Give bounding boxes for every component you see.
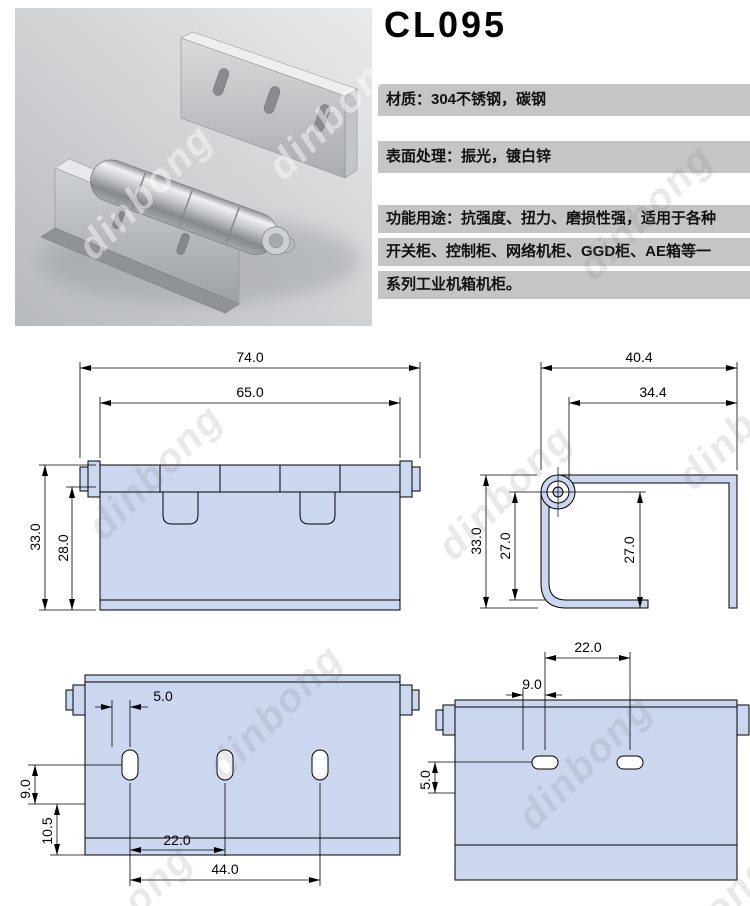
dim-outer-width: 74.0 xyxy=(236,349,263,365)
view-front-top: 74.0 65.0 33.0 28.0 xyxy=(27,349,421,611)
pin-cap xyxy=(65,689,74,711)
pin-washer xyxy=(87,460,101,498)
pin-washer xyxy=(736,704,750,736)
slot-hole xyxy=(531,755,559,770)
dim-right-depth: 27.0 xyxy=(621,536,637,563)
view-side-top: 40.4 34.4 33.0 27.0 27.0 xyxy=(468,349,738,609)
pin-cap xyxy=(435,709,444,731)
spec-surface: 表面处理：振光，镀白锌 xyxy=(378,141,750,173)
dim-outer-height: 33.0 xyxy=(27,523,43,550)
pin-washer xyxy=(72,684,86,716)
slot-hole xyxy=(616,755,644,770)
dim-hole-pitch: 22.0 xyxy=(163,832,190,848)
view-front-bottom: 5.0 9.0 10.5 22.0 44.0 xyxy=(17,674,420,886)
dim-outer-width: 40.4 xyxy=(625,349,652,365)
spec-function-line: 开关柜、控制柜、网络机柜、GGD柜、AE箱等一 xyxy=(378,238,750,266)
product-title: CL095 xyxy=(384,4,508,45)
pin-cap xyxy=(79,466,89,492)
slot-hole xyxy=(216,749,234,781)
dim-inner-width: 65.0 xyxy=(236,384,263,400)
hinge-barrel xyxy=(90,159,295,256)
spec-function-line: 系列工业机箱机柜。 xyxy=(378,271,750,299)
mounting-hole xyxy=(313,104,331,132)
spec-material: 材质：304不锈钢，碳钢 xyxy=(378,84,750,116)
dim-slot-length: 9.0 xyxy=(522,676,542,692)
dim-left-depth: 27.0 xyxy=(497,532,513,559)
spec-function: 功能用途：抗强度、扭力、磨损性强，适用于各种 开关柜、控制柜、网络机柜、GGD柜… xyxy=(378,205,750,304)
dim-hole-down-1: 9.0 xyxy=(17,779,33,799)
pin-cap xyxy=(411,689,420,711)
dim-hole-down-2: 10.5 xyxy=(39,817,55,844)
mounting-hole xyxy=(176,233,190,255)
dim-edge-offset: 5.0 xyxy=(153,688,173,704)
product-photo xyxy=(15,8,372,326)
view-side-bottom: 22.0 9.0 5.0 xyxy=(417,639,750,881)
technical-drawings: 74.0 65.0 33.0 28.0 40.4 xyxy=(17,349,750,886)
pin-washer xyxy=(399,460,413,498)
dim-inner-width: 34.4 xyxy=(639,384,666,400)
dim-hole-pitch: 22.0 xyxy=(574,639,601,655)
dim-outer-height: 33.0 xyxy=(468,527,484,554)
slot-hole xyxy=(121,749,139,781)
hinge-back-leaf xyxy=(180,31,358,179)
dim-inner-height: 28.0 xyxy=(55,534,71,561)
dim-hole-span: 44.0 xyxy=(211,861,238,877)
mounting-hole xyxy=(263,86,281,114)
dim-hole-offset: 5.0 xyxy=(417,770,433,790)
spec-function-line: 功能用途：抗强度、扭力、磨损性强，适用于各种 xyxy=(378,205,750,233)
pin-washer xyxy=(399,684,413,716)
pin-cap xyxy=(411,466,421,492)
hinge-photo-illustration xyxy=(15,8,372,326)
pin-washer xyxy=(442,704,456,736)
mounting-hole xyxy=(212,68,230,96)
slot-hole xyxy=(311,749,329,781)
product-info: CL095 材质：304不锈钢，碳钢 表面处理：振光，镀白锌 功能用途：抗强度、… xyxy=(378,0,750,330)
